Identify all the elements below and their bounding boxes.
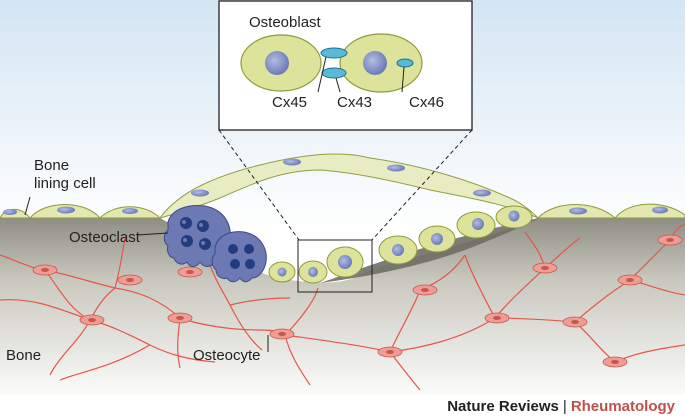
osteoclast-label: Osteoclast [69,229,140,246]
cx45-gap-junction [320,47,348,59]
zoom-lines [218,129,473,241]
bone-lining-cell-label-line2: lining cell [34,175,96,192]
bone-matrix [0,218,685,395]
journal-separator: | [562,398,567,415]
zoom-region-box [297,239,373,293]
osteoclast-large [163,205,231,267]
osteoclast-small [211,231,267,283]
journal-section: Rheumatology [570,398,675,415]
cx46-gap-junction [396,58,414,68]
journal-credit: Nature Reviews|Rheumatology [447,398,675,415]
osteoblast-label: Osteoblast [249,14,321,31]
journal-name: Nature Reviews [447,398,559,415]
cx45-label: Cx45 [272,94,308,111]
cx43-label: Cx43 [337,94,373,111]
cx46-label: Cx46 [409,94,445,111]
cx43-gap-junction [321,67,347,79]
osteocyte-label: Osteocyte [193,347,261,364]
inset-nucleus-left [265,51,289,75]
bone-label: Bone [6,347,42,364]
bone-lining-cell-label-line1: Bone [34,157,70,174]
osteocyte-nuclei [41,238,674,364]
inset-nucleus-right [363,51,387,75]
leader-lines [24,56,405,352]
osteocytes [32,234,683,368]
